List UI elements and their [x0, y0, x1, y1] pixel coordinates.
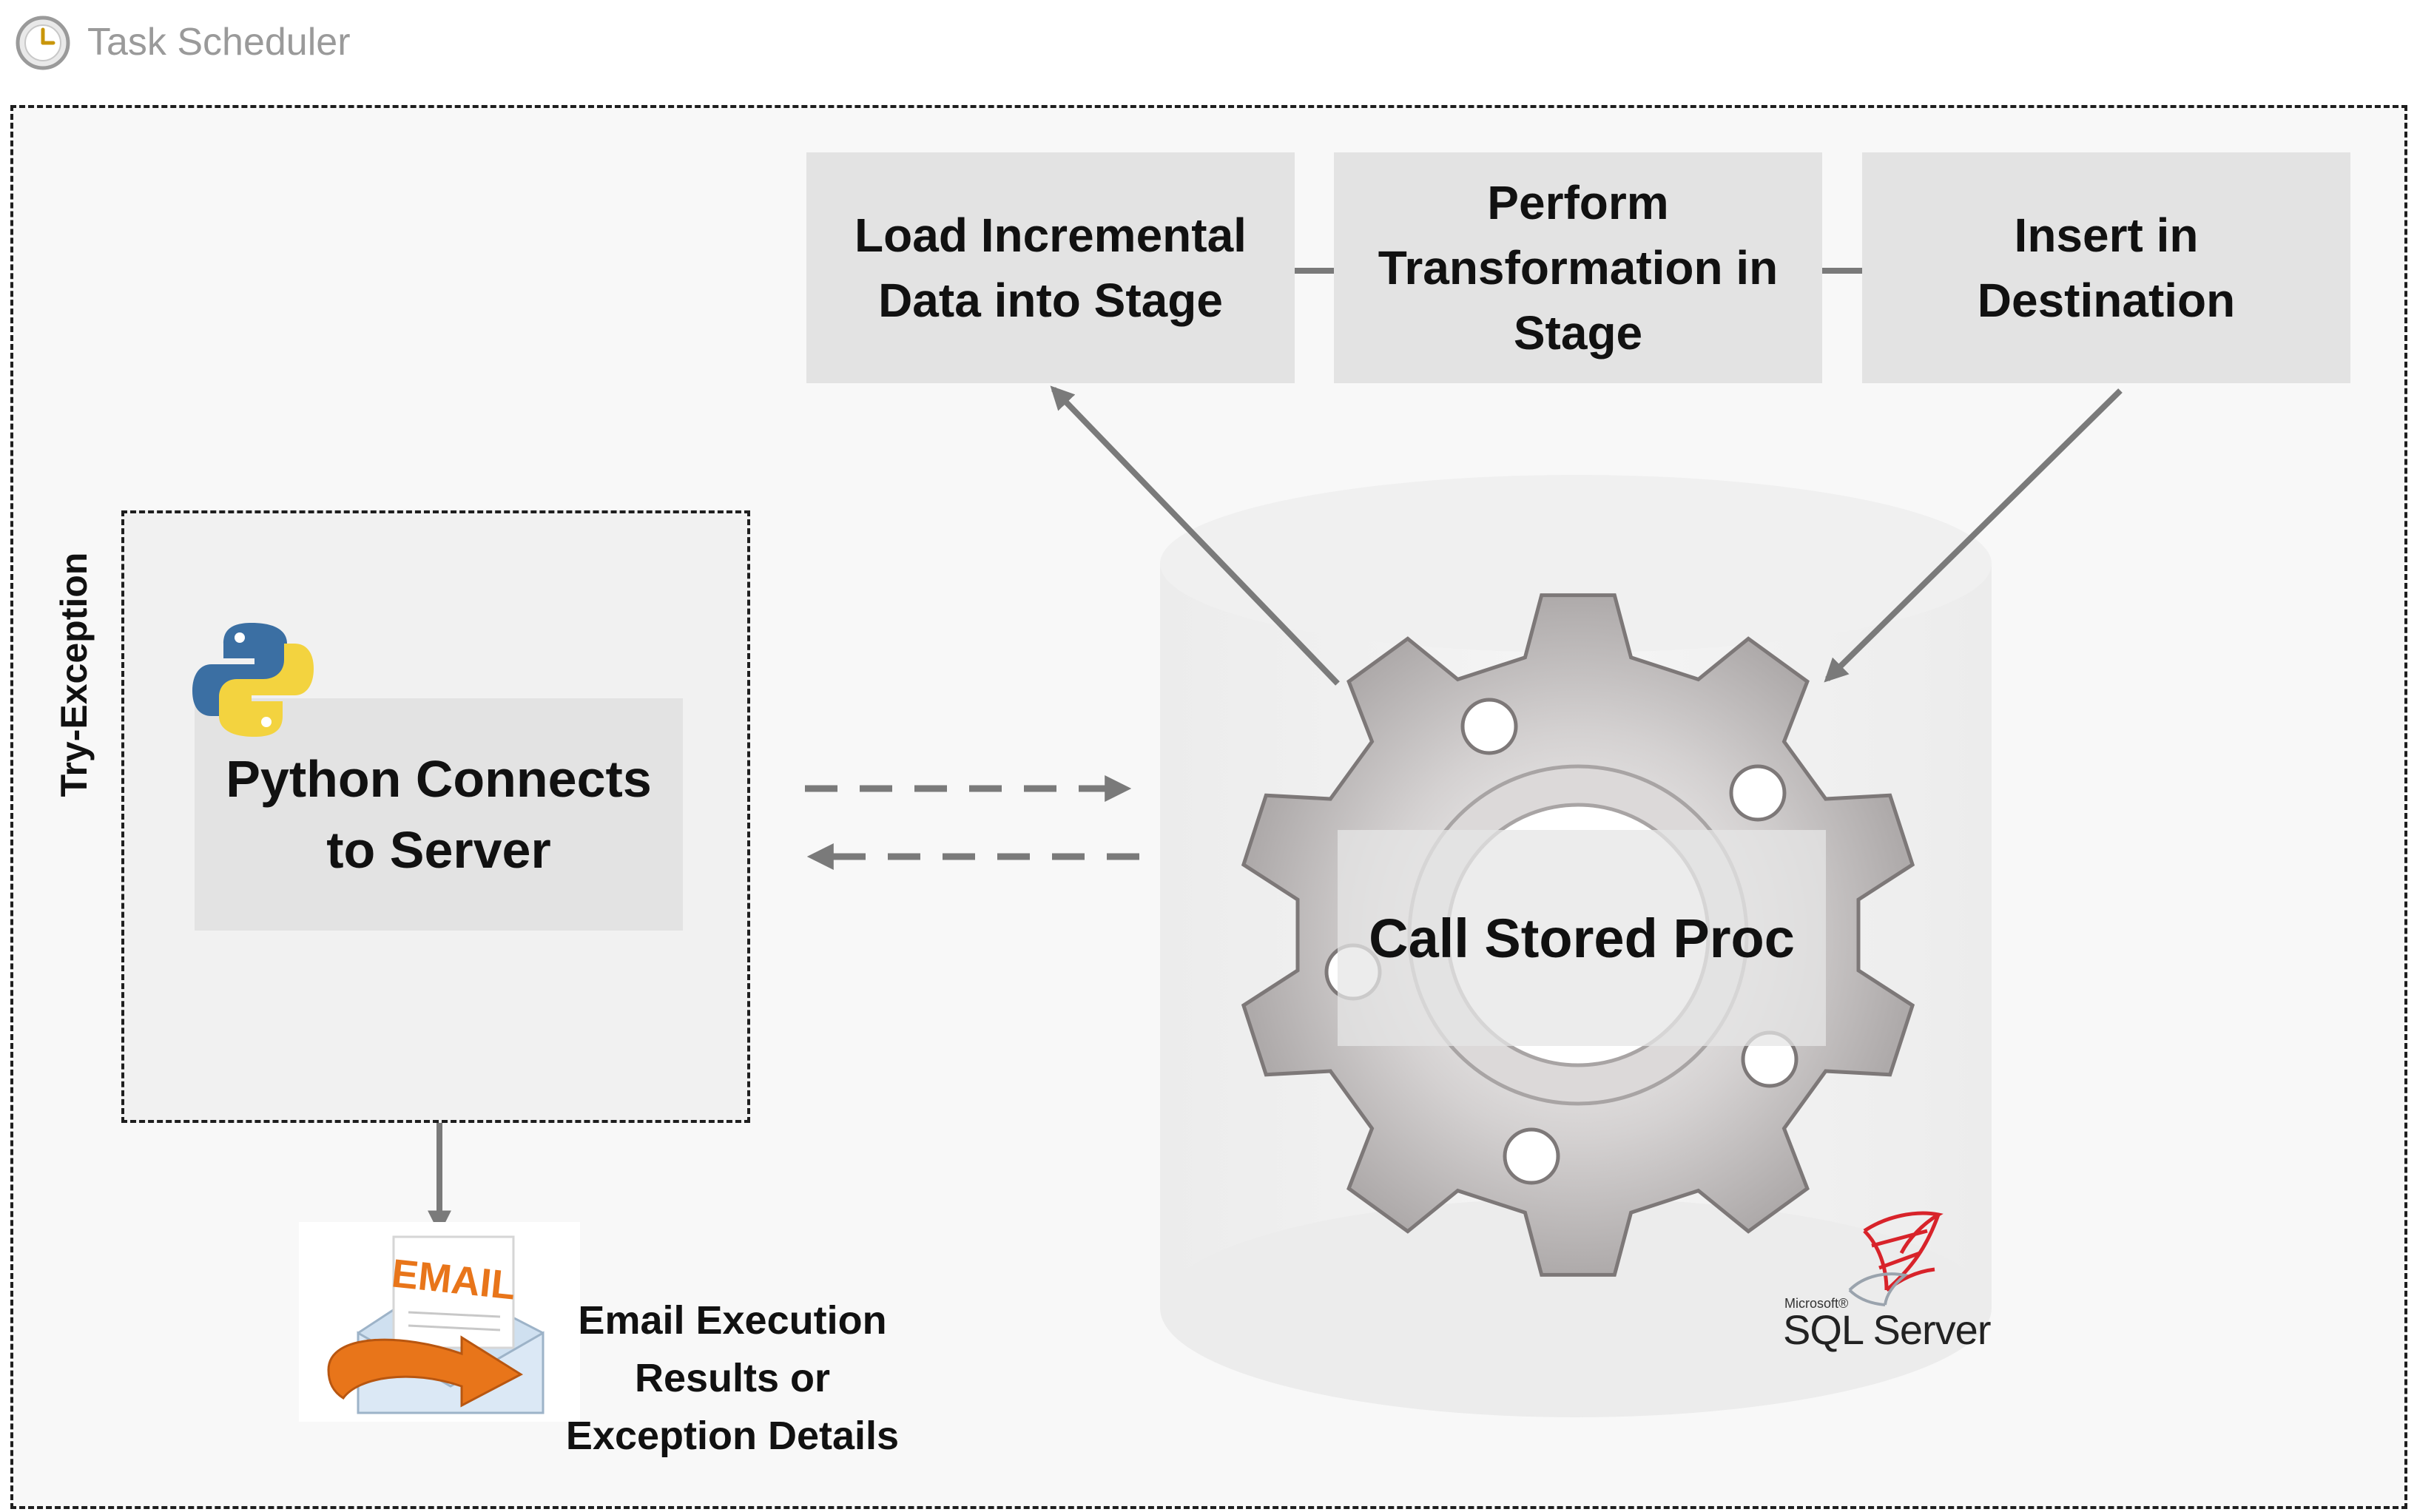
- step-insert-destination: Insert in Destination: [1862, 152, 2350, 383]
- window-title: Task Scheduler: [87, 21, 351, 64]
- python-label-line2: to Server: [326, 821, 551, 879]
- title-bar: Task Scheduler: [0, 0, 2417, 81]
- sql-server-microsoft-label: Microsoft®: [1784, 1296, 1849, 1311]
- call-stored-proc-label: Call Stored Proc: [1369, 907, 1795, 969]
- email-icon: EMAIL: [299, 1222, 580, 1422]
- gear-hole-2: [1729, 764, 1787, 822]
- step1-line2: Data into Stage: [878, 274, 1223, 327]
- step2-line3: Stage: [1513, 306, 1643, 360]
- step3-line2: Destination: [1977, 274, 2236, 327]
- python-connects-box: Python Connects to Server: [195, 698, 683, 931]
- python-logo-icon: [192, 623, 314, 737]
- step2-line2: Transformation in: [1378, 241, 1779, 294]
- sql-server-label: SQL Server: [1783, 1306, 1991, 1353]
- email-line3: Exception Details: [565, 1414, 900, 1458]
- email-description: Email Execution Results or Exception Det…: [547, 1292, 917, 1465]
- gear-hole-5: [1503, 1127, 1560, 1185]
- clock-icon: [16, 16, 70, 70]
- step2-line1: Perform: [1487, 176, 1669, 229]
- python-label-line1: Python Connects: [226, 750, 652, 808]
- sql-server-logo-icon: [1848, 1211, 1944, 1306]
- step3-line1: Insert in: [2014, 209, 2199, 262]
- step1-line1: Load Incremental: [854, 209, 1247, 262]
- email-line2: Results or: [634, 1356, 831, 1400]
- email-line1: Email Execution: [578, 1298, 887, 1343]
- gear-hole-1: [1460, 698, 1518, 755]
- arrow-step3-to-gear: [1824, 388, 2123, 683]
- arrow-gear-to-step1: [1050, 385, 1340, 686]
- step-perform-transformation: Perform Transformation in Stage: [1334, 152, 1822, 383]
- call-stored-proc-box: Call Stored Proc: [1338, 830, 1826, 1046]
- step-load-incremental: Load Incremental Data into Stage: [806, 152, 1295, 383]
